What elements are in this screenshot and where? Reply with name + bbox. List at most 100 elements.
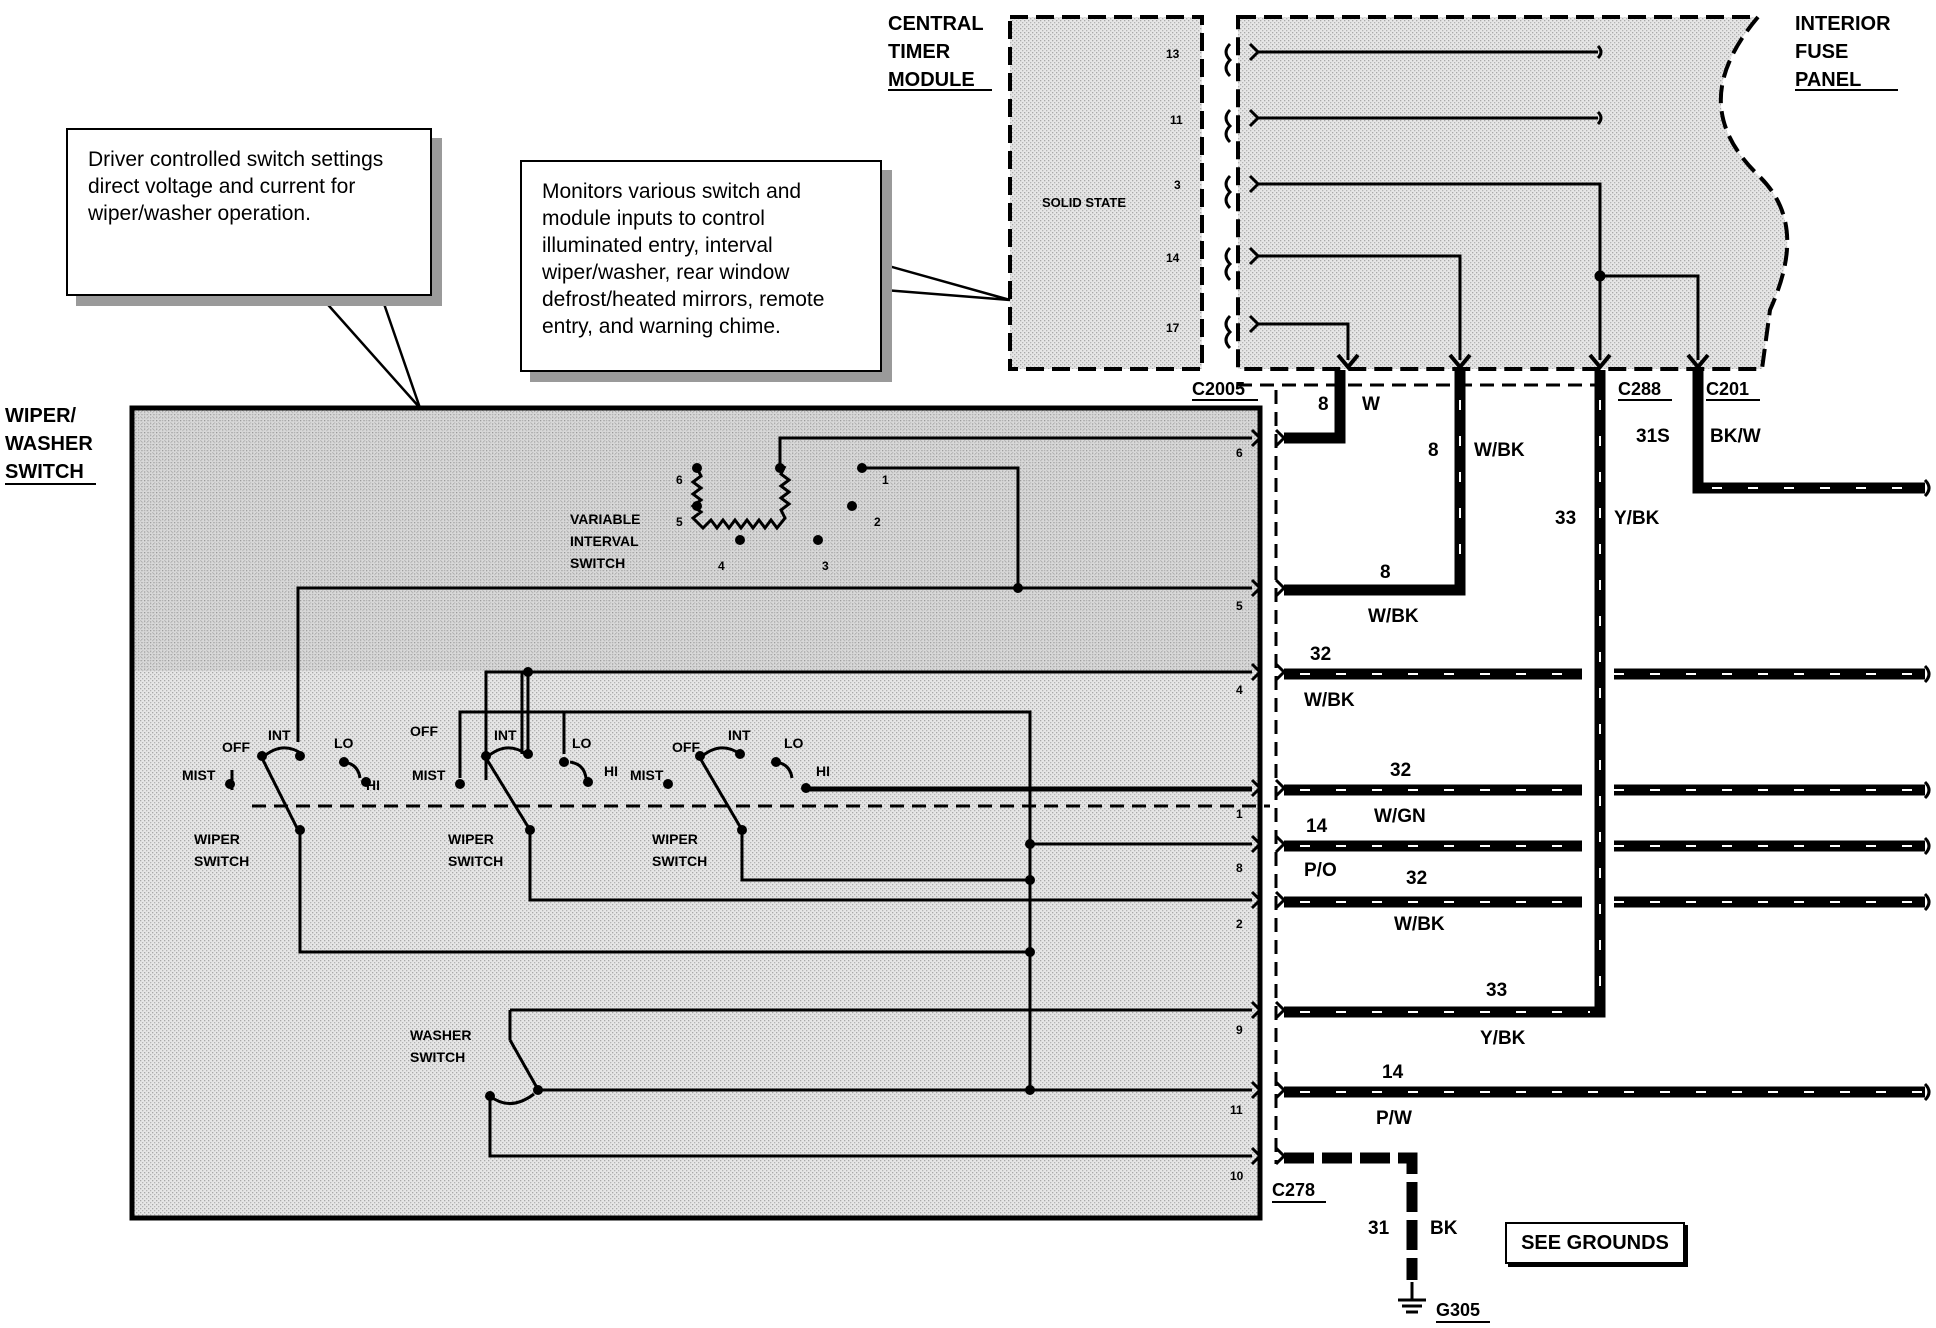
connector-arrows: [1336, 353, 1710, 371]
ws1-mist: MIST: [182, 767, 216, 783]
wire-8-color: P/O: [1304, 860, 1337, 881]
c278-label: C278: [1272, 1180, 1315, 1200]
ws1-lo: LO: [334, 735, 354, 751]
wire-6-circuit: 32: [1310, 644, 1331, 665]
variable-interval-switch: VARIABLE INTERVAL SWITCH 6 5 4 3 2 1: [570, 463, 889, 573]
wws-internal-wiring: [296, 436, 1252, 1158]
wws-pin-arrows: [1250, 428, 1287, 1166]
wire-12-circuit: 31: [1368, 1218, 1390, 1239]
ifp-title-3: PANEL: [1795, 69, 1861, 91]
wws-title-3: SWITCH: [5, 461, 84, 483]
washer-switch: WASHER SWITCH: [410, 1027, 543, 1105]
see-grounds-button[interactable]: SEE GROUNDS: [1505, 1222, 1685, 1264]
callout-pointers: [321, 263, 1011, 409]
ctm-pin-17: 17: [1166, 321, 1180, 335]
wiper-washer-switch-module: WIPER/ WASHER SWITCH: [5, 405, 1263, 1221]
wws-pin-4: 4: [1236, 683, 1243, 697]
ws1-hi: HI: [366, 777, 380, 793]
vis-pos-5: 5: [676, 515, 683, 529]
ctm-title-3: MODULE: [888, 69, 975, 91]
ws1-int: INT: [268, 727, 291, 743]
wiper-switch-2: OFF INT LO HI MIST WIPER SWITCH: [410, 723, 618, 869]
wws-pins: 6 5 4 1 8 2 9 11 10: [1230, 446, 1244, 1183]
vis-pos-6: 6: [676, 473, 683, 487]
ws1-label-1: WIPER: [194, 831, 240, 847]
wire-6-color: W/BK: [1304, 690, 1355, 711]
solid-state-label: SOLID STATE: [1042, 195, 1126, 210]
wws-pin-9: 9: [1236, 1023, 1243, 1037]
ctm-pin-13: 13: [1166, 47, 1180, 61]
wws-pin-2: 2: [1236, 917, 1243, 931]
vis-label-3: SWITCH: [570, 555, 625, 571]
wire-11-color: P/W: [1376, 1108, 1412, 1129]
wire-2-color: W/BK: [1474, 440, 1525, 461]
ctm-title-2: TIMER: [888, 41, 951, 63]
wire-1-circuit: 8: [1318, 394, 1329, 415]
wws-pin-1: 1: [1236, 807, 1243, 821]
wws-pin-10: 10: [1230, 1169, 1244, 1183]
ws2-hi: HI: [604, 763, 618, 779]
wire-3-circuit: 33: [1555, 508, 1576, 529]
wire-8-circuit: 14: [1306, 816, 1328, 837]
vis-pos-4: 4: [718, 559, 725, 573]
washer-label-1: WASHER: [410, 1027, 471, 1043]
washer-label-2: SWITCH: [410, 1049, 465, 1065]
ctm-title-1: CENTRAL: [888, 13, 984, 35]
wire-7-circuit: 32: [1390, 760, 1411, 781]
wire-labels: 8 W 8 W/BK 33 Y/BK 31S BK/W 8 W/BK 32 W/…: [1304, 394, 1761, 1239]
timer-callout: Monitors various switch and module input…: [520, 160, 882, 372]
wws-junction-dots: [523, 463, 1035, 1095]
wire-9-circuit: 32: [1406, 868, 1427, 889]
connector-labels: C2005 C288 C201 C278 G305: [1192, 379, 1760, 1323]
wws-title-1: WIPER/: [5, 405, 77, 427]
ctm-pin-11: 11: [1170, 113, 1183, 127]
ws2-off: OFF: [410, 723, 438, 739]
wws-pin-6: 6: [1236, 446, 1243, 460]
ws2-int: INT: [494, 727, 517, 743]
c201-label: C201: [1706, 379, 1749, 399]
c2005-label: C2005: [1192, 379, 1245, 399]
wire-5-color: W/BK: [1368, 606, 1419, 627]
switch-callout: Driver controlled switch settings direct…: [66, 128, 432, 296]
ws3-label-2: SWITCH: [652, 853, 707, 869]
wire-11-circuit: 14: [1382, 1062, 1404, 1083]
vis-pos-1: 1: [882, 473, 889, 487]
ws1-label-2: SWITCH: [194, 853, 249, 869]
wire-12-color: BK: [1430, 1218, 1458, 1239]
vis-label-2: INTERVAL: [570, 533, 639, 549]
ws3-mist: MIST: [630, 767, 664, 783]
wire-7-color: W/GN: [1374, 806, 1426, 827]
ws3-lo: LO: [784, 735, 804, 751]
ctm-connector-brackets: [1224, 42, 1261, 350]
ws1-off: OFF: [222, 739, 250, 755]
wws-title-2: WASHER: [5, 433, 93, 455]
ws3-label-1: WIPER: [652, 831, 698, 847]
vis-pos-2: 2: [874, 515, 881, 529]
wws-pin-5: 5: [1236, 599, 1243, 613]
wire-4-color: BK/W: [1710, 426, 1761, 447]
vis-pos-3: 3: [822, 559, 829, 573]
fuse-panel-internal-wires: [1258, 44, 1700, 360]
vis-label-1: VARIABLE: [570, 511, 641, 527]
ws3-off: OFF: [672, 739, 700, 755]
wire-10-circuit: 33: [1486, 980, 1507, 1001]
g305-label: G305: [1436, 1300, 1480, 1320]
central-timer-module: CENTRAL TIMER MODULE SOLID STATE 13 11 3…: [888, 13, 1204, 371]
wws-pin-11: 11: [1230, 1103, 1243, 1117]
wire-3-color: Y/BK: [1614, 508, 1660, 529]
wire-1-color: W: [1362, 394, 1380, 415]
wiper-switch-1: OFF INT LO HI MIST WIPER SWITCH: [182, 727, 1270, 869]
ifp-title-2: FUSE: [1795, 41, 1848, 63]
wire-5-circuit: 8: [1380, 562, 1391, 583]
ctm-pin-3: 3: [1174, 178, 1181, 192]
ws2-label-1: WIPER: [448, 831, 494, 847]
ifp-title-1: INTERIOR: [1795, 13, 1891, 35]
ws3-int: INT: [728, 727, 751, 743]
ws2-mist: MIST: [412, 767, 446, 783]
wire-4-circuit: 31S: [1636, 426, 1670, 447]
ws3-hi: HI: [816, 763, 830, 779]
ws2-label-2: SWITCH: [448, 853, 503, 869]
ws2-lo: LO: [572, 735, 592, 751]
harness-wires: [1284, 370, 1931, 1314]
